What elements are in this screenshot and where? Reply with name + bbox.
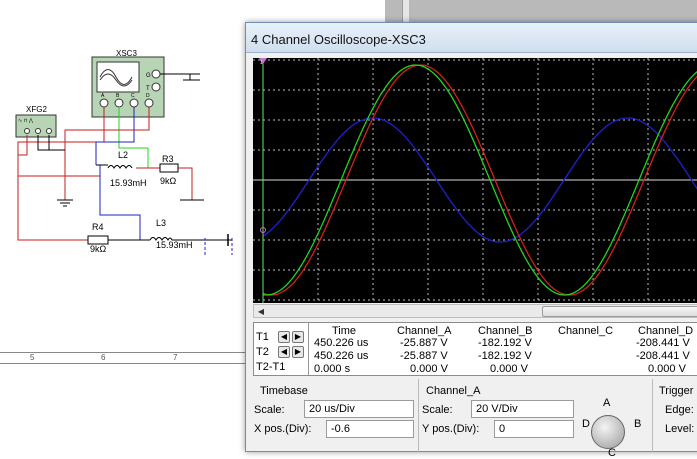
- cursor-marker-point: [260, 227, 266, 233]
- row-label-t2: T2: [256, 346, 269, 358]
- timebase-xpos-label: X pos.(Div):: [254, 423, 312, 435]
- scope-grid: [253, 58, 697, 303]
- trigger-level-label: Level:: [665, 423, 695, 435]
- scope-pin-a-label: A: [101, 93, 105, 99]
- t1-left-button[interactable]: ◀: [278, 331, 290, 343]
- cursor-t1-handle: [259, 58, 267, 64]
- ruler-tick-6: 6: [101, 353, 106, 362]
- t2-left-button[interactable]: ◀: [278, 346, 290, 358]
- knob-label-a: A: [603, 397, 611, 409]
- t2-channel-b-value: -182.192 V: [478, 350, 532, 362]
- scope-pin-t-label: T: [146, 86, 150, 92]
- r4-value-label: 9kΩ: [90, 244, 107, 254]
- resistor-r4[interactable]: [87, 235, 109, 245]
- t2-channel-a-value: -25.887 V: [400, 350, 448, 362]
- channel-a-trace: [262, 64, 697, 296]
- header-channel-d: Channel_D: [638, 325, 694, 337]
- t1-right-button[interactable]: ▶: [292, 331, 304, 343]
- measurement-panel: T1 T2 T2-T1 ◀ ▶ ◀ ▶ Time Channel_A Chann…: [253, 322, 697, 376]
- oscilloscope-instrument-xsc3[interactable]: G T A B C D: [91, 56, 200, 118]
- t1-channel-a-value: -25.887 V: [400, 337, 448, 349]
- l2-value-label: 15.93mH: [110, 178, 147, 188]
- scope-pin-d-label: D: [146, 93, 150, 99]
- scope-pin-b-label: B: [116, 93, 120, 99]
- scope-display: 1: [253, 58, 697, 303]
- timebase-scale-label: Scale:: [254, 404, 285, 416]
- timebase-title: Timebase: [260, 385, 308, 397]
- header-time: Time: [332, 325, 357, 337]
- l3-value-label: 15.93mH: [156, 240, 193, 250]
- channel-title: Channel_A: [426, 385, 481, 397]
- time-scrollbar[interactable]: ◀: [253, 304, 697, 318]
- channel-select-knob[interactable]: [591, 415, 625, 449]
- timebase-scale-field[interactable]: 20 us/Div: [304, 400, 414, 418]
- channel-b-trace: [262, 64, 697, 296]
- scope-pin-g-label: G: [146, 73, 151, 79]
- svg-text:∿ ⊓ ⋀: ∿ ⊓ ⋀: [18, 118, 34, 124]
- diff-channel-a-value: 0.000 V: [410, 363, 448, 375]
- resistor-r3[interactable]: [159, 163, 179, 173]
- ruler-tick-7: 7: [173, 353, 178, 362]
- channel-ypos-label: Y pos.(Div):: [422, 423, 480, 435]
- scroll-thumb[interactable]: [542, 306, 697, 317]
- page-ruler: 5 6 7: [0, 352, 245, 364]
- window-title[interactable]: 4 Channel Oscilloscope-XSC3: [246, 23, 697, 53]
- trigger-title: Trigger: [659, 385, 694, 397]
- fg-ref-label: XFG2: [26, 105, 47, 114]
- t2-channel-d-value: -208.441 V: [636, 350, 690, 362]
- row-label-t1: T1: [256, 331, 269, 343]
- channel-scale-field[interactable]: 20 V/Div: [471, 400, 574, 418]
- channel-ypos-field[interactable]: 0: [494, 420, 574, 438]
- inductor-l3[interactable]: [149, 237, 173, 242]
- header-channel-b: Channel_B: [478, 325, 533, 337]
- r3-value-label: 9kΩ: [160, 176, 177, 186]
- ruler-tick-5: 5: [30, 353, 35, 362]
- t1-channel-d-value: -208.441 V: [636, 337, 690, 349]
- timebase-xpos-field[interactable]: -0.6: [326, 420, 414, 438]
- header-channel-a: Channel_A: [397, 325, 452, 337]
- oscilloscope-window: 4 Channel Oscilloscope-XSC3 1 ◀ T1 T2 T2…: [245, 22, 697, 459]
- r4-ref-label: R4: [92, 222, 104, 232]
- t2-right-button[interactable]: ▶: [292, 346, 304, 358]
- diff-channel-b-value: 0.000 V: [490, 363, 528, 375]
- schematic-canvas: G T A B C D XSC3 ∿ ⊓ ⋀ XFG2 L2: [15, 49, 233, 255]
- knob-label-d: D: [582, 418, 590, 430]
- l3-ref-label: L3: [156, 218, 166, 228]
- knob-label-b: B: [634, 418, 642, 430]
- t1-channel-b-value: -182.192 V: [478, 337, 532, 349]
- scroll-left-arrow[interactable]: ◀: [257, 307, 265, 316]
- t1-time-value: 450.226 us: [314, 337, 369, 349]
- trigger-edge-label: Edge:: [665, 404, 694, 416]
- ground-symbol: [57, 199, 73, 207]
- inductor-l2[interactable]: [107, 165, 133, 169]
- t2-time-value: 450.226 us: [314, 350, 369, 362]
- channel-scale-label: Scale:: [422, 404, 453, 416]
- diff-channel-d-value: 0.000 V: [648, 363, 686, 375]
- scope-ref-label: XSC3: [116, 49, 137, 58]
- channel-d-trace: [262, 117, 697, 243]
- r3-ref-label: R3: [162, 154, 174, 164]
- workspace-scrollbar[interactable]: [402, 0, 409, 30]
- diff-time-value: 0.000 s: [314, 363, 351, 375]
- function-generator-xfg2[interactable]: ∿ ⊓ ⋀: [15, 114, 57, 138]
- header-channel-c: Channel_C: [558, 325, 614, 337]
- l2-ref-label: L2: [118, 150, 128, 160]
- row-label-t2-t1: T2-T1: [256, 361, 286, 373]
- scope-pin-c-label: C: [131, 93, 135, 99]
- cursor-marker: 1: [260, 60, 263, 66]
